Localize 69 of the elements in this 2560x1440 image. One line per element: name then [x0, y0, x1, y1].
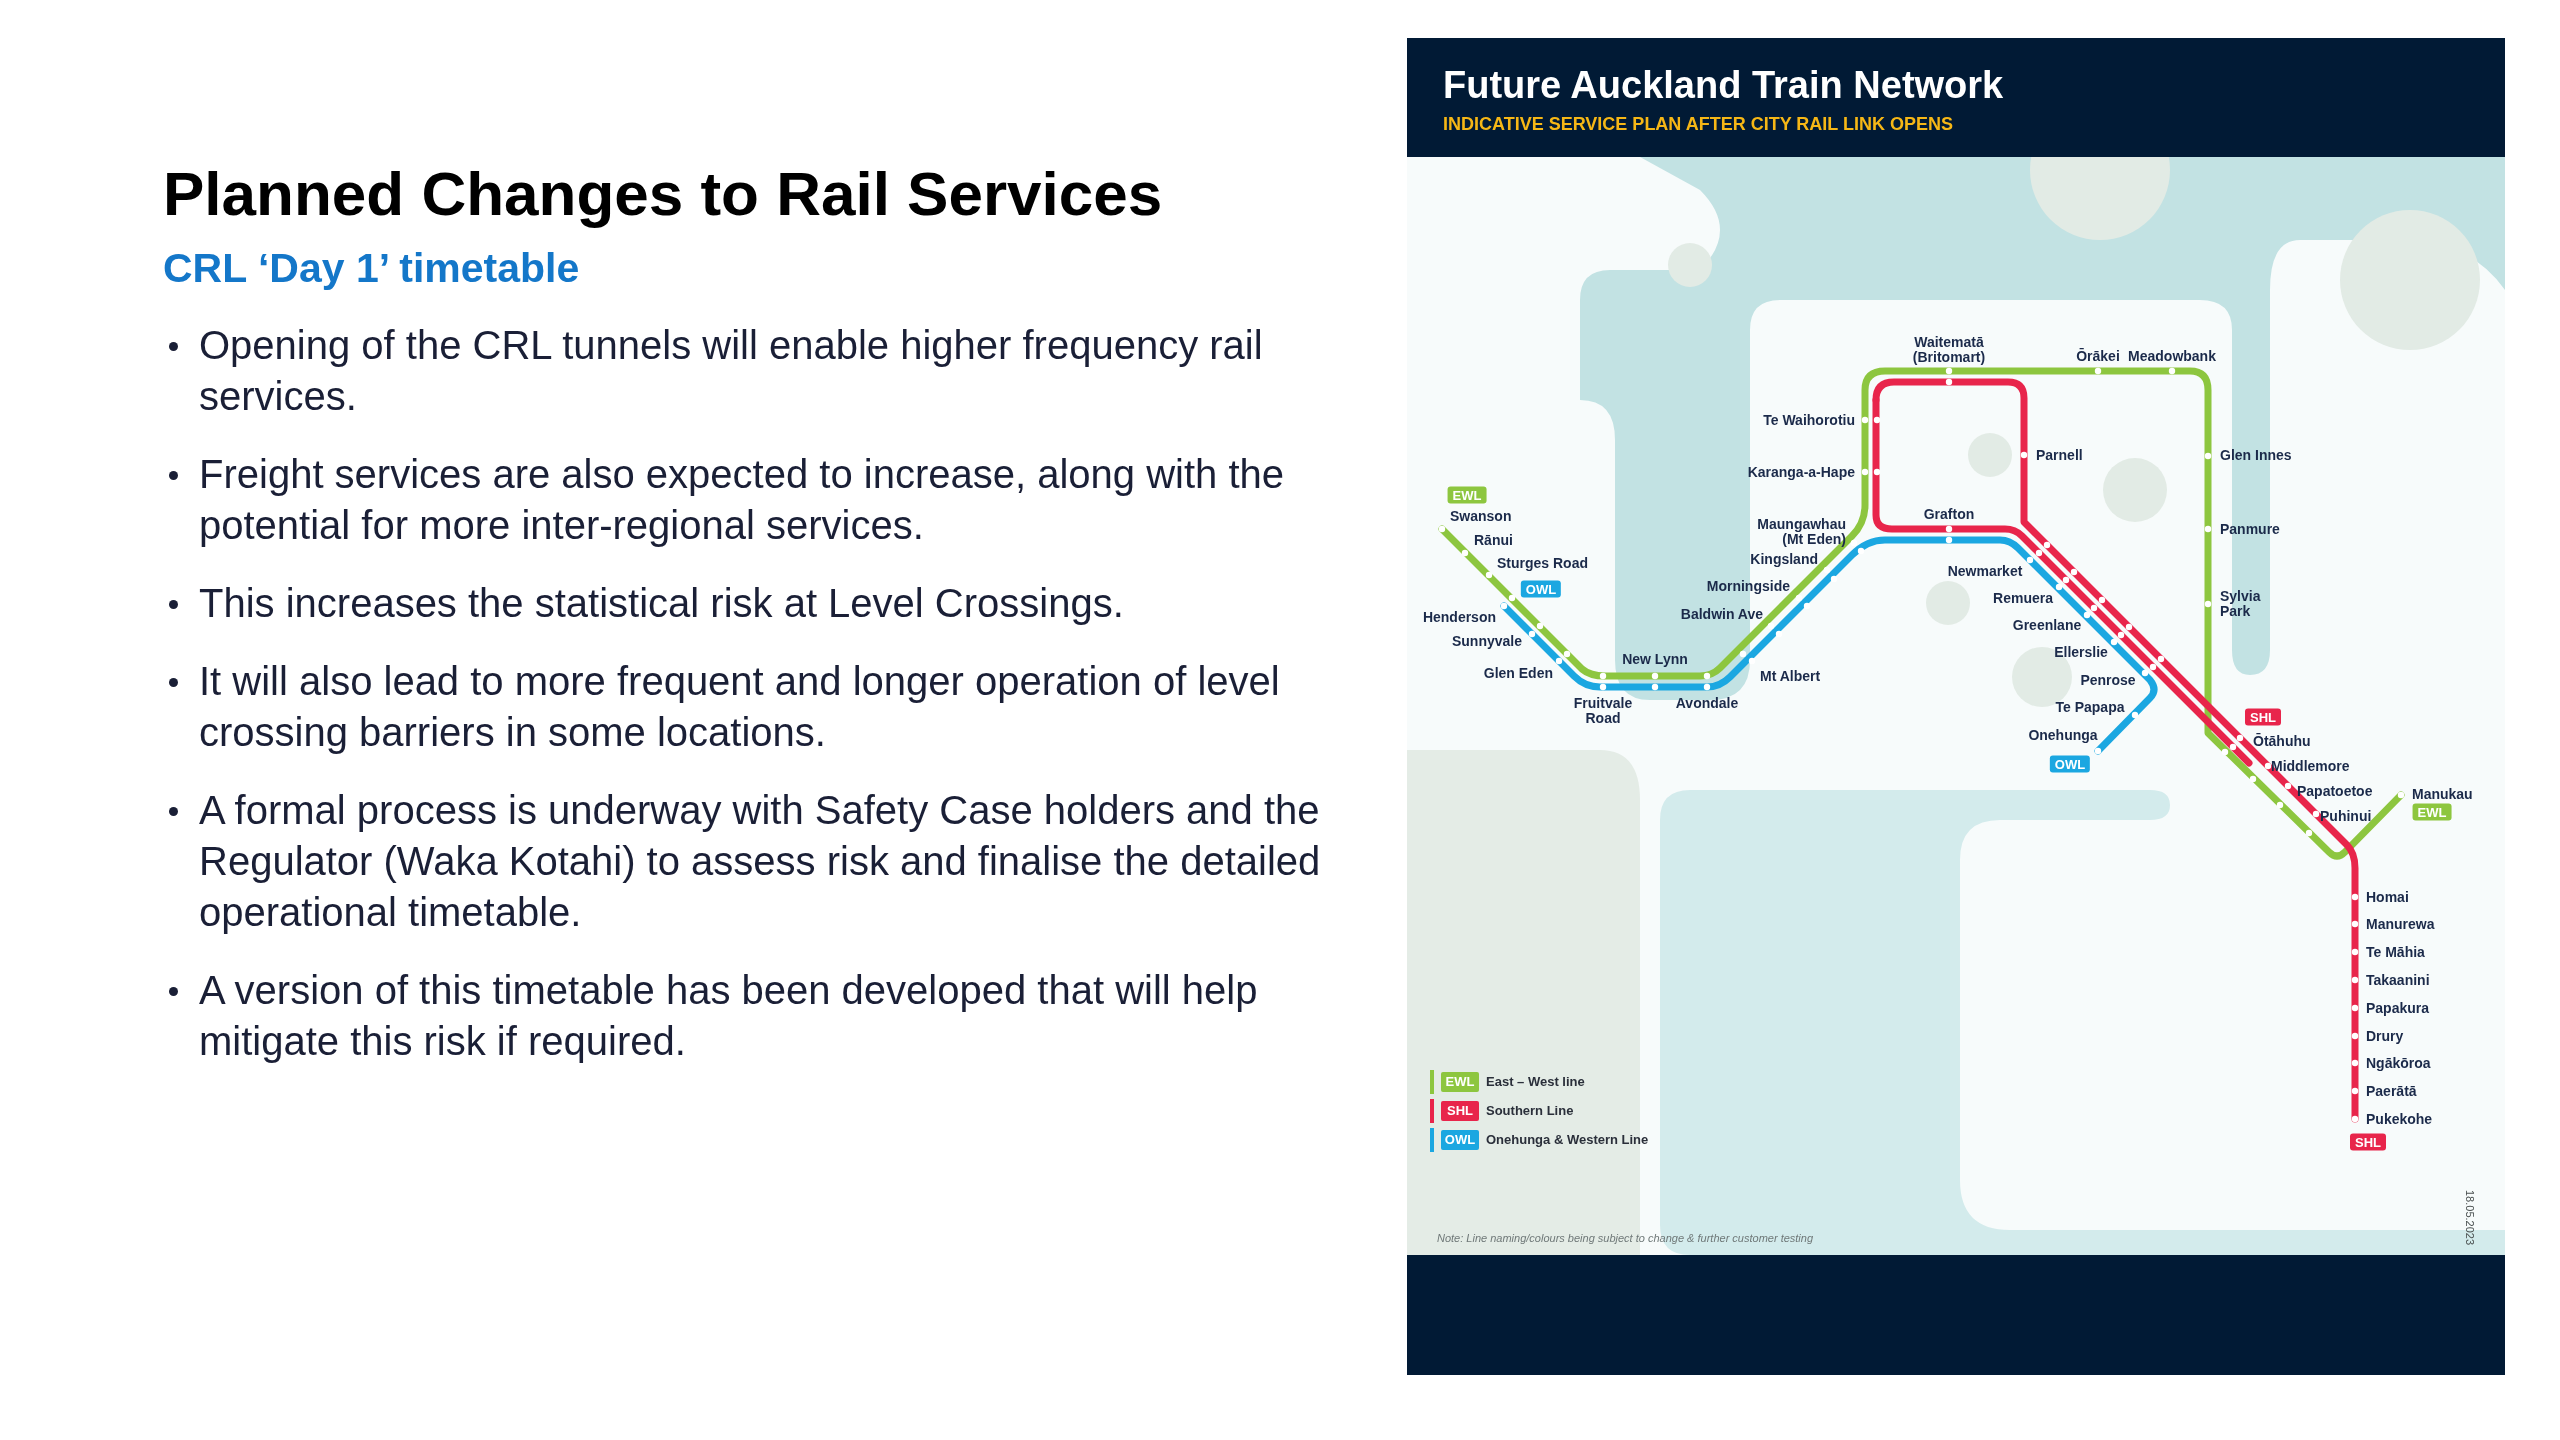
station-label: Middlemore	[2271, 758, 2350, 774]
station-label: Sylvia Park	[2220, 589, 2262, 619]
station-label: Onehunga	[2028, 727, 2098, 743]
station-label: Puhinui	[2320, 808, 2372, 824]
map-subtitle: INDICATIVE SERVICE PLAN AFTER CITY RAIL LINK OPENS	[1443, 114, 1954, 135]
slide-title: Planned Changes to Rail Services	[163, 158, 1163, 229]
station-label: Panmure	[2220, 521, 2280, 537]
station-label: Waitematā (Britomart)	[1911, 335, 1987, 365]
station-label: Glen Eden	[1483, 665, 1553, 681]
station-label: Te Māhia	[2366, 944, 2425, 960]
line-badge: EWL	[2412, 803, 2452, 821]
line-badge: EWL	[1441, 1072, 1479, 1092]
slide-subtitle: CRL ‘Day 1’ timetable	[163, 245, 580, 292]
station-label: Remuera	[1993, 590, 2053, 606]
line-badge: EWL	[1447, 486, 1487, 504]
line-badge: OWL	[2049, 755, 2091, 773]
map-title: Future Auckland Train Network	[1443, 64, 2004, 107]
station-label: Grafton	[1923, 506, 1975, 522]
station-label: Mt Albert	[1760, 668, 1821, 684]
station-label: Ellerslie	[2054, 644, 2108, 660]
station-label: Homai	[2366, 889, 2409, 905]
station-label: Manukau	[2412, 786, 2473, 802]
date-text: 18.05.2023	[2464, 1190, 2476, 1246]
station-label: Fruitvale Road	[1572, 696, 1634, 726]
station-label: Pukekohe	[2366, 1111, 2433, 1127]
line-badge: SHL	[2350, 1133, 2386, 1151]
station-label: Te Waihorotiu	[1763, 412, 1855, 428]
station-label: Morningside	[1706, 578, 1790, 594]
station-label: Ōrākei	[2076, 348, 2120, 364]
station-label: Sunnyvale	[1451, 633, 1522, 649]
legend-label: Onehunga & Western Line	[1486, 1132, 1649, 1147]
station-label: Swanson	[1450, 508, 1512, 524]
station-label: Kingsland	[1750, 551, 1818, 567]
bullet-text: This increases the statistical risk at Level Crossings.	[199, 581, 1124, 625]
station-label: Henderson	[1422, 609, 1496, 625]
line-badge: SHL	[2245, 708, 2281, 726]
station-label: Takaanini	[2366, 972, 2430, 988]
station-label: Avondale	[1675, 695, 1739, 711]
station-label: Newmarket	[1947, 563, 2023, 579]
legend-label: East – West line	[1486, 1074, 1585, 1089]
bullet-text: Freight services are also expected to increase, along with the potential for more inter-regional services.	[199, 452, 1285, 547]
station-label: Te Papapa	[2055, 699, 2125, 715]
station-label: Paerātā	[2366, 1083, 2417, 1099]
station-label: Ngākōroa	[2366, 1055, 2431, 1071]
line-badge: SHL	[1441, 1101, 1479, 1121]
line-badge: OWL	[1441, 1130, 1479, 1150]
bullet-text: Opening of the CRL tunnels will enable higher frequency rail services.	[199, 323, 1263, 418]
station-label: New Lynn	[1622, 651, 1688, 667]
station-label: Meadowbank	[2128, 348, 2216, 364]
bullet-text: A formal process is underway with Safety Case holders and the Regulator (Waka Kotahi) to assess risk and finalise the detailed operational timetable.	[199, 788, 1321, 934]
station-label: Manurewa	[2366, 916, 2435, 932]
station-label: Sturges Road	[1497, 555, 1588, 571]
line-badge: OWL	[1520, 580, 1562, 598]
station-label: Rānui	[1474, 532, 1513, 548]
station-label: Penrose	[2080, 672, 2136, 688]
legend-label: Southern Line	[1486, 1103, 1574, 1118]
station-label: Karanga-a-Hape	[1747, 464, 1855, 480]
station-label: Ōtāhuhu	[2253, 733, 2311, 749]
map-note: Note: Line naming/colours being subject to change & further customer testing	[1437, 1232, 1814, 1244]
station-label: Maungawhau (Mt Eden)	[1756, 517, 1846, 547]
station-label: Greenlane	[2012, 617, 2082, 633]
station-label: Papakura	[2366, 1000, 2430, 1016]
station-label: Parnell	[2036, 447, 2083, 463]
station-label: Glen Innes	[2220, 447, 2292, 463]
station-label: Drury	[2366, 1028, 2404, 1044]
station-label: Papatoetoe	[2297, 783, 2373, 799]
bullet-text: It will also lead to more frequent and longer operation of level crossing barriers in some locations.	[199, 659, 1280, 754]
bullet-text: A version of this timetable has been developed that will help mitigate this risk if required.	[199, 968, 1258, 1063]
station-label: Baldwin Ave	[1680, 606, 1763, 622]
